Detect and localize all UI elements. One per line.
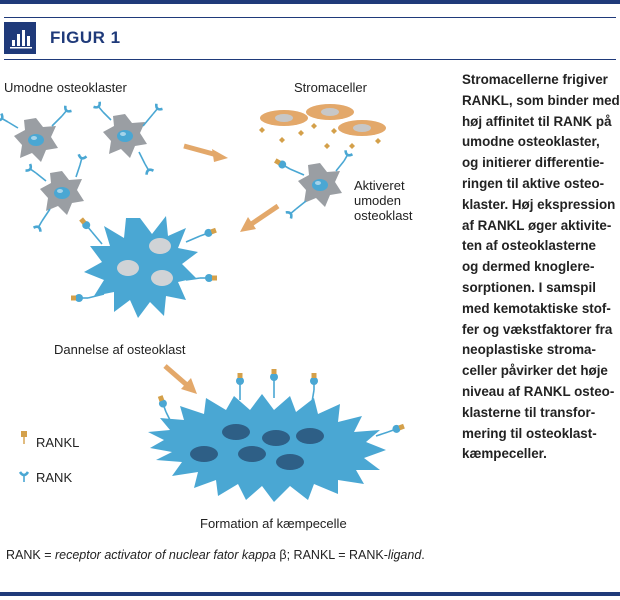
immature-osteoclast (92, 100, 164, 176)
forming-osteoclast (70, 215, 219, 318)
immature-osteoclast (0, 104, 73, 162)
description-line: med kemotaktiske stof- (462, 300, 611, 316)
bar-chart-icon (10, 30, 32, 49)
giant-cell (148, 368, 407, 502)
label-activated-osteoclast: Aktiveret umoden osteoklast (354, 178, 413, 223)
label-giant-cell-formation: Formation af kæmpecelle (200, 516, 347, 531)
label-activated-line3: osteoklast (354, 208, 413, 223)
description-line: og dermed knoglere- (462, 259, 595, 275)
label-immature-osteoclasts: Umodne osteoklaster (4, 80, 127, 95)
arrow-to-formation (240, 203, 280, 232)
immature-osteoclast (24, 153, 88, 233)
description-line: mering til osteoklast- (462, 425, 597, 441)
arrow-to-activation (183, 143, 228, 162)
description-line: neoplastiske stroma- (462, 342, 596, 358)
header-divider (4, 17, 616, 18)
footnote-rank-abbr: RANK = (6, 548, 55, 562)
description-line: RANKL, som binder med (462, 92, 620, 108)
description-line: Stromacellerne frigiver (462, 72, 608, 87)
description-line: af RANKL øger aktivite- (462, 217, 612, 233)
bottom-border (0, 592, 620, 596)
footnote-ligand: ligand (387, 548, 422, 562)
label-osteoclast-formation: Dannelse af osteoklast (54, 342, 186, 357)
description-line: kæmpeceller. (462, 446, 547, 462)
description-line: og initierer differentie- (462, 155, 605, 171)
footnote-rankl-abbr: β; RANKL = RANK- (275, 548, 388, 562)
figure-badge (4, 22, 36, 54)
stromal-cell (306, 104, 354, 120)
footnote: RANK = receptor activator of nuclear fat… (6, 548, 425, 562)
description-line: ten af osteoklasterne (462, 238, 596, 254)
description-line: niveau af RANKL osteo- (462, 383, 615, 399)
activated-osteoclast (272, 149, 354, 220)
arrow-to-giant-cell (163, 364, 197, 394)
stromal-cell (338, 120, 386, 136)
top-border (0, 0, 620, 4)
description-line: høj affinitet til RANK på (462, 113, 612, 129)
description-line: umodne osteoklaster, (462, 134, 600, 150)
legend-rank-icon (18, 470, 30, 484)
description-line: klaster. Høj ekspression (462, 196, 616, 212)
osteoclast-diagram (0, 100, 407, 502)
figure-title: FIGUR 1 (50, 28, 121, 47)
description-line: ringen til aktive osteo- (462, 175, 605, 191)
description-line: sorptionen. I samspil (462, 279, 596, 295)
legend-rank-label: RANK (36, 470, 73, 485)
header-bottom-divider (4, 59, 616, 60)
label-activated-line2: umoden (354, 193, 401, 208)
label-activated-line1: Aktiveret (354, 178, 405, 193)
stromal-cell (260, 110, 308, 126)
description-line: celler påvirker det høje (462, 363, 608, 379)
footnote-rank-full: receptor activator of nuclear fator kapp… (54, 548, 276, 562)
legend-rankl-label: RANKL (36, 435, 80, 450)
label-stromal-cells: Stromaceller (294, 80, 367, 95)
footnote-end: . (421, 548, 425, 562)
description-line: klasterne til transfor- (462, 404, 596, 420)
description-line: fer og vækstfaktorer fra (462, 321, 613, 337)
legend-rankl-icon (21, 431, 27, 444)
